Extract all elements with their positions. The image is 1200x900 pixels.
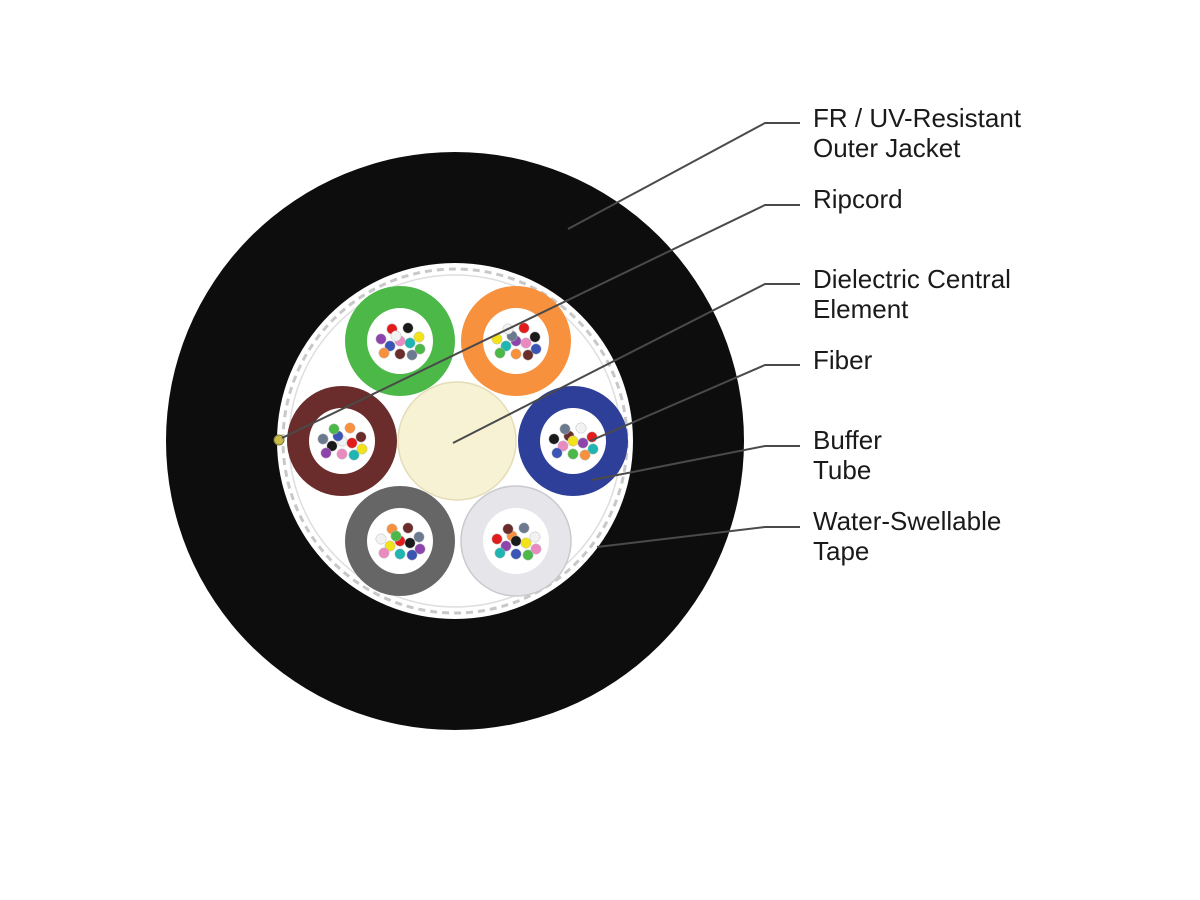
fiber bbox=[510, 348, 522, 360]
leader-line-central-element bbox=[452, 283, 800, 444]
label-central-element-line2: Element bbox=[813, 294, 909, 324]
label-central-element-line1: Dielectric Central bbox=[813, 264, 1011, 294]
fiber bbox=[567, 435, 579, 447]
fiber bbox=[518, 322, 530, 334]
fiber bbox=[522, 349, 534, 361]
fiber bbox=[344, 422, 356, 434]
leader-line-jacket bbox=[567, 122, 800, 230]
fiber bbox=[520, 537, 532, 549]
label-fiber-line1: Fiber bbox=[813, 345, 873, 375]
fiber bbox=[375, 333, 387, 345]
fiber bbox=[336, 448, 348, 460]
fiber bbox=[413, 331, 425, 343]
fiber bbox=[491, 533, 503, 545]
fiber bbox=[346, 437, 358, 449]
fiber bbox=[502, 523, 514, 535]
fiber bbox=[320, 447, 332, 459]
fiber bbox=[384, 340, 396, 352]
leader-line-buffer-tube bbox=[591, 445, 800, 481]
ripcord bbox=[273, 434, 285, 446]
fiber bbox=[384, 540, 396, 552]
label-buffer-tube-line1: Buffer bbox=[813, 425, 882, 455]
fiber bbox=[530, 543, 542, 555]
fiber bbox=[557, 440, 569, 452]
fiber bbox=[567, 448, 579, 460]
fiber bbox=[394, 348, 406, 360]
label-ripcord: Ripcord bbox=[813, 184, 903, 214]
label-outer-jacket-line2: Outer Jacket bbox=[813, 133, 961, 163]
fiber bbox=[355, 431, 367, 443]
fiber bbox=[494, 547, 506, 559]
fiber bbox=[587, 443, 599, 455]
fiber bbox=[529, 531, 541, 543]
fiber bbox=[404, 537, 416, 549]
fiber bbox=[494, 347, 506, 359]
fiber bbox=[406, 549, 418, 561]
label-tape-line2: Tape bbox=[813, 536, 869, 566]
fiber bbox=[510, 535, 522, 547]
label-buffer-tube-line2: Tube bbox=[813, 455, 871, 485]
fiber bbox=[326, 440, 338, 452]
fiber bbox=[414, 343, 426, 355]
fiber bbox=[577, 437, 589, 449]
fiber bbox=[402, 322, 414, 334]
fiber bbox=[402, 522, 414, 534]
fiber bbox=[317, 433, 329, 445]
fiber bbox=[575, 422, 587, 434]
label-buffer-tube: Buffer Tube bbox=[813, 425, 889, 485]
fiber bbox=[500, 340, 512, 352]
fiber bbox=[406, 349, 418, 361]
fiber bbox=[378, 547, 390, 559]
fiber bbox=[356, 443, 368, 455]
fiber bbox=[390, 530, 402, 542]
leader-line-ripcord bbox=[281, 204, 800, 439]
fiber bbox=[548, 433, 560, 445]
leader-line-fiber bbox=[589, 364, 800, 442]
fiber bbox=[529, 331, 541, 343]
fiber bbox=[375, 533, 387, 545]
fiber bbox=[390, 330, 402, 342]
label-tape-line1: Water-Swellable bbox=[813, 506, 1001, 536]
label-central-element: Dielectric Central Element bbox=[813, 264, 1018, 324]
fiber bbox=[378, 347, 390, 359]
fiber bbox=[551, 447, 563, 459]
fiber bbox=[414, 543, 426, 555]
buffer-tubes bbox=[287, 286, 628, 597]
label-outer-jacket-line1: FR / UV-Resistant bbox=[813, 103, 1022, 133]
fiber bbox=[510, 548, 522, 560]
fiber bbox=[520, 337, 532, 349]
fiber bbox=[518, 522, 530, 534]
fiber bbox=[500, 540, 512, 552]
fiber bbox=[348, 449, 360, 461]
fiber bbox=[394, 548, 406, 560]
fiber bbox=[559, 423, 571, 435]
fiber bbox=[522, 549, 534, 561]
label-water-swellable-tape: Water-Swellable Tape bbox=[813, 506, 1009, 566]
fiber bbox=[530, 343, 542, 355]
fiber bbox=[328, 423, 340, 435]
leader-line-tape bbox=[596, 526, 800, 548]
label-ripcord-line1: Ripcord bbox=[813, 184, 903, 214]
fiber bbox=[413, 531, 425, 543]
label-fiber: Fiber bbox=[813, 345, 873, 375]
fiber bbox=[404, 337, 416, 349]
label-outer-jacket: FR / UV-Resistant Outer Jacket bbox=[813, 103, 1028, 163]
fiber bbox=[579, 449, 591, 461]
